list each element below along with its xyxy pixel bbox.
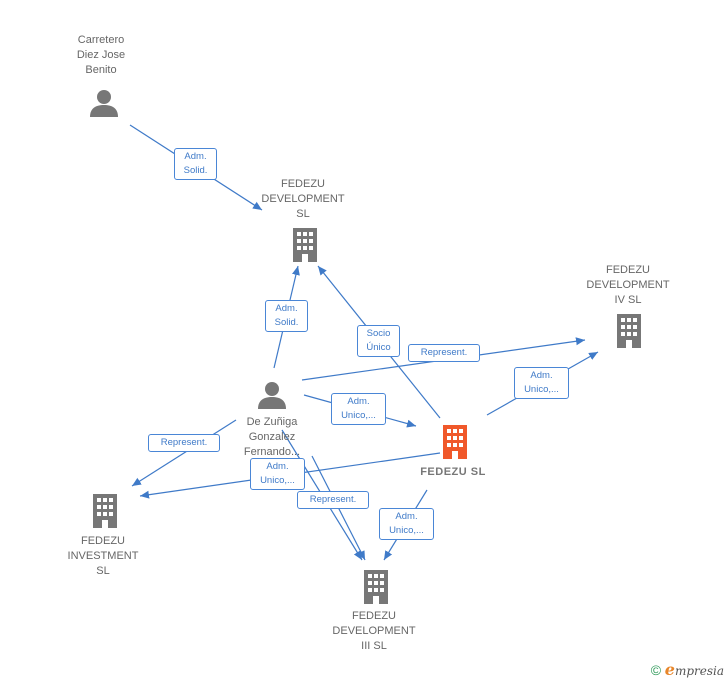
node-label-carretero[interactable]: Carretero Diez Jose Benito <box>76 34 126 76</box>
person-icon[interactable] <box>257 380 287 410</box>
building-icon[interactable] <box>614 314 644 348</box>
node-label-fedezu-development-iv[interactable]: FEDEZU DEVELOPMENT IV SL <box>586 264 670 306</box>
node-label-fedezu-development-iii[interactable]: FEDEZU DEVELOPMENT III SL <box>332 610 416 652</box>
node-label-fedezu-sl[interactable]: FEDEZU SL <box>420 466 486 478</box>
edge-person2-to-inv <box>131 419 237 487</box>
person-icon[interactable] <box>89 88 119 118</box>
building-icon[interactable] <box>90 494 120 528</box>
edge-label: Represent. <box>148 434 220 452</box>
edge-label: Adm. Solid. <box>265 300 308 332</box>
edge-label: Adm. Unico,... <box>250 458 305 490</box>
node-label-de-zuniga[interactable]: De Zuñiga Gonzalez Fernando... <box>243 416 301 458</box>
building-icon[interactable] <box>290 228 320 262</box>
node-label-fedezu-development[interactable]: FEDEZU DEVELOPMENT SL <box>261 178 345 220</box>
edge-label: Adm. Unico,... <box>514 367 569 399</box>
edge-label: Represent. <box>408 344 480 362</box>
copyright-icon: © <box>650 662 662 678</box>
node-label-fedezu-investment[interactable]: FEDEZU INVESTMENT SL <box>67 535 139 577</box>
building-icon-main[interactable] <box>440 425 470 459</box>
edge-label: Represent. <box>297 491 369 509</box>
edge-label: Adm. Solid. <box>174 148 217 180</box>
empresia-watermark: © empresia <box>651 660 724 679</box>
brand-logo: empresia <box>664 660 724 679</box>
building-icon[interactable] <box>361 570 391 604</box>
edge-label: Adm. Unico,... <box>331 393 386 425</box>
edge-label: Adm. Unico,... <box>379 508 434 540</box>
edge-label: Socio Único <box>357 325 400 357</box>
